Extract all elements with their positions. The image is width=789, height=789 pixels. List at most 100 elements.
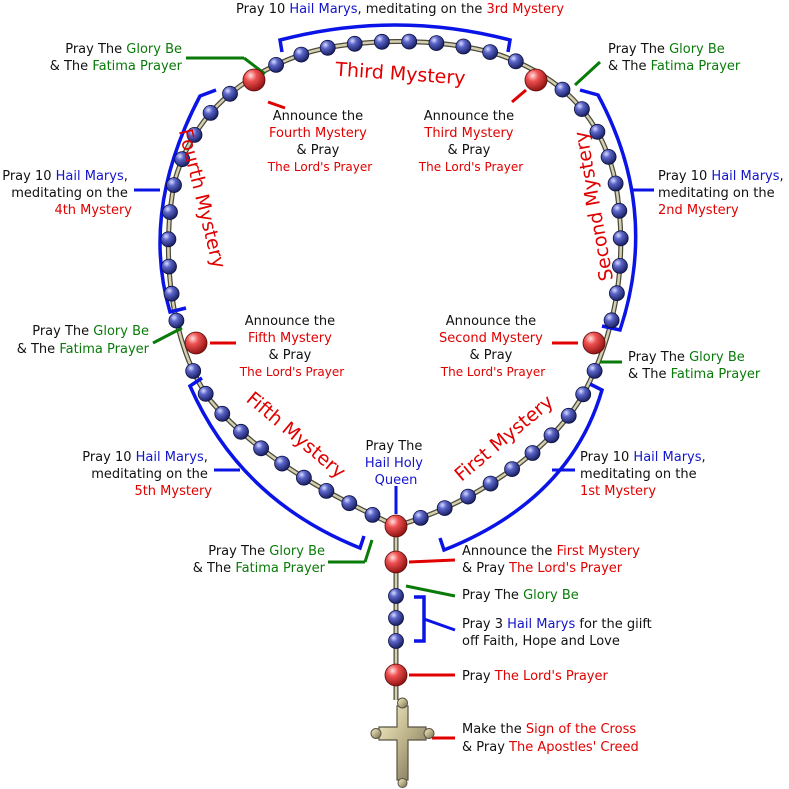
announce-fourth-label: Announce the Fourth Mystery & Pray The L… xyxy=(267,109,372,174)
third-mystery-title: Third Mystery xyxy=(334,58,466,89)
announce-third-label: Announce the Third Mystery & Pray The Lo… xyxy=(418,109,523,174)
decade-1-label: Pray 10 Hail Marys, meditating on the 1s… xyxy=(580,450,710,499)
fifth-mystery-title: Fifth Mystery xyxy=(242,388,350,484)
hail-mary-bead xyxy=(388,633,404,649)
decade-5-label: Pray 10 Hail Marys, meditating on the 5t… xyxy=(82,450,212,499)
connector-line xyxy=(405,584,456,598)
hail-mary-bead xyxy=(589,123,606,140)
decade-bracket xyxy=(438,382,605,553)
hail-mary-bead xyxy=(401,33,418,50)
announce-second-label: Announce the Second Mystery & Pray The L… xyxy=(439,314,547,379)
hail-mary-bead xyxy=(293,46,310,63)
glory-be-pendant-label: Pray The Glory Be xyxy=(462,588,579,603)
fatima-label-mid-left: & The Fatima Prayer xyxy=(17,342,150,357)
glory-be-label-bottom: Pray The Glory Be xyxy=(208,544,325,559)
hail-mary-bead xyxy=(554,81,571,98)
hail-mary-bead xyxy=(560,407,577,424)
lords-prayer-pendant-label: Pray The Lord's Prayer xyxy=(462,669,608,684)
fatima-label-mid-right: & The Fatima Prayer xyxy=(628,367,761,382)
connector-line xyxy=(363,539,374,563)
hail-mary-bead xyxy=(168,312,185,329)
decade-bracket xyxy=(278,23,512,53)
hail-mary-bead xyxy=(222,85,238,102)
hail-mary-bead xyxy=(274,455,291,472)
connector-line xyxy=(511,88,527,104)
hail-holy-queen-label: Pray The Hail Holy Queen xyxy=(365,439,427,488)
hail-mary-bead xyxy=(253,440,270,457)
glory-be-label-top-right: Pray The Glory Be xyxy=(608,42,725,57)
hail-mary-bead xyxy=(611,202,628,219)
hail-mary-bead xyxy=(524,445,541,461)
hail-mary-bead xyxy=(482,44,499,60)
hail-mary-bead xyxy=(163,285,180,302)
faith-hope-love-label: off Faith, Hope and Love xyxy=(462,634,620,649)
connector-line xyxy=(573,60,602,87)
connector-line xyxy=(408,558,456,564)
hail-mary-bead xyxy=(428,35,445,51)
hail-mary-bead xyxy=(603,312,620,329)
connector-lines xyxy=(134,56,654,740)
hail-mary-bead xyxy=(318,482,335,499)
hail-mary-bead xyxy=(174,151,191,168)
hail-mary-bead xyxy=(319,39,336,56)
our-father-bead xyxy=(184,331,208,355)
three-hail-marys-label: Pray 3 Hail Marys for the giift xyxy=(462,617,652,632)
hail-mary-bead xyxy=(214,405,231,422)
fourth-mystery-title: Fourth Mystery xyxy=(174,127,230,271)
hail-mary-bead xyxy=(160,231,177,248)
rosary-beads xyxy=(160,33,629,687)
hail-mary-bead xyxy=(388,610,404,626)
hail-mary-bead xyxy=(185,363,202,379)
hail-mary-bead xyxy=(600,148,617,165)
hail-mary-bead xyxy=(574,101,590,117)
sign-of-cross-label: Make the Sign of the Cross xyxy=(462,722,636,737)
connector-line xyxy=(243,56,266,76)
crucifix-icon xyxy=(370,697,435,788)
hail-mary-bead xyxy=(364,507,381,523)
our-father-bead xyxy=(524,68,548,92)
top-decade-label: Pray 10 Hail Marys, meditating on the 3r… xyxy=(236,2,564,17)
hail-mary-bead xyxy=(186,126,203,143)
announce-first-pendant-label: Announce the First Mystery xyxy=(462,544,640,559)
hail-mary-bead xyxy=(412,510,429,526)
decade-bracket xyxy=(414,595,426,643)
our-father-bead xyxy=(384,550,408,574)
decade-bracket xyxy=(579,88,638,333)
decade-brackets xyxy=(158,23,638,643)
hail-mary-bead xyxy=(346,35,363,52)
hail-mary-bead xyxy=(202,105,219,121)
hail-mary-bead xyxy=(482,475,499,492)
connector-line xyxy=(267,100,286,110)
connector-line xyxy=(152,326,183,345)
hail-mary-bead xyxy=(197,385,214,402)
hail-mary-bead xyxy=(612,230,629,247)
glory-be-label-top-left: Pray The Glory Be xyxy=(65,42,182,57)
hail-mary-bead xyxy=(504,461,520,478)
glory-be-label-mid-left: Pray The Glory Be xyxy=(32,324,149,339)
pray-lords-pendant-label: & Pray The Lord's Prayer xyxy=(462,561,623,576)
hail-mary-bead xyxy=(507,53,524,70)
hail-mary-bead xyxy=(373,33,390,50)
hail-mary-bead xyxy=(460,488,477,505)
hail-mary-bead xyxy=(543,427,560,444)
hail-mary-bead xyxy=(166,177,182,194)
hail-mary-bead xyxy=(586,362,603,379)
hail-mary-bead xyxy=(233,423,249,440)
hail-mary-bead xyxy=(607,175,624,192)
our-father-bead xyxy=(384,663,408,687)
hail-mary-bead xyxy=(268,57,285,73)
our-father-bead xyxy=(582,331,606,355)
fatima-label-bottom: & The Fatima Prayer xyxy=(193,561,326,576)
decade-bracket xyxy=(187,376,366,551)
hail-mary-bead xyxy=(388,588,404,604)
hail-mary-bead xyxy=(436,500,453,517)
fatima-label-top-left: & The Fatima Prayer xyxy=(50,59,183,74)
our-father-bead xyxy=(384,514,408,538)
connector-line xyxy=(423,617,456,632)
hail-mary-bead xyxy=(162,204,178,221)
hail-mary-bead xyxy=(609,285,625,302)
fatima-label-top-right: & The Fatima Prayer xyxy=(608,59,741,74)
decade-2-label: Pray 10 Hail Marys, meditating on the 2n… xyxy=(658,169,788,218)
